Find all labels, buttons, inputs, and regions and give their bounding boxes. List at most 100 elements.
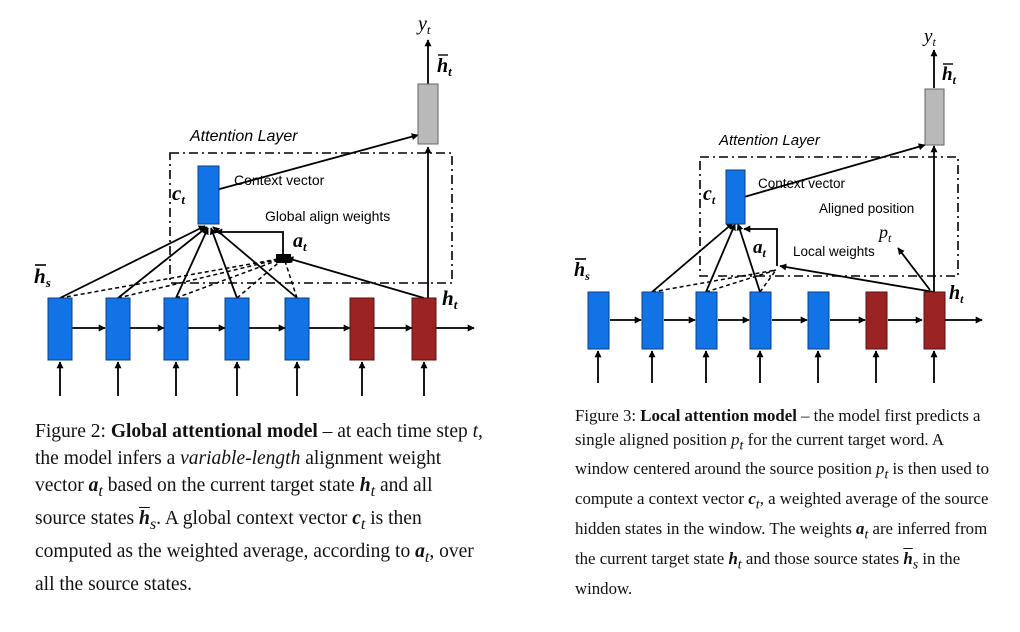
figure3-context-to-attentional [743, 143, 926, 198]
figure2-label-yt: yt [416, 13, 431, 37]
figure2-caption-text-5: and all source states [35, 475, 433, 529]
figure2-source-state-5 [284, 297, 310, 361]
figure3-label-aligned-position: Aligned position [819, 201, 914, 216]
figure2-caption-text-7: is then computed as the weighted average… [35, 507, 422, 562]
figure2-weights-to-context [215, 228, 284, 258]
figure2-caption-var-c: c [352, 507, 361, 529]
figure3-caption-var-hs-sub: s [912, 557, 919, 573]
figure3-source-state-4 [749, 291, 772, 350]
figure3-caption-text-2: for the current target word. A window ce… [575, 429, 944, 479]
figure2-context-vector-block [197, 165, 220, 225]
figure3-caption-text-5: are inferred from the current target sta… [575, 519, 988, 568]
figure3-attention-layer-box [699, 156, 959, 277]
figure3-target-state-1 [865, 291, 888, 350]
figure2-caption-text-4: based on the current target state [102, 475, 360, 496]
figure3-context-arrows [651, 222, 761, 293]
figure3-label-attention-layer: Attention Layer [718, 132, 821, 149]
figure3-caption-var-h-sub: t [737, 557, 742, 573]
figure3-target-state-2 [923, 291, 946, 350]
figure3-caption-text-4: , a weighted average of the source hidde… [575, 489, 989, 539]
figure2-attention-layer-box [169, 152, 453, 284]
figure3-caption-var-p: p [731, 429, 740, 449]
figure2-source-state-1 [47, 297, 73, 361]
figure3-label-yt: yt [922, 26, 936, 49]
figure2-caption-text-2: , the model infers a [35, 421, 483, 469]
figure3-caption-var-c-sub: t [755, 497, 760, 513]
figure3-caption-var-hs: h [903, 548, 913, 568]
figure2-label-attention-layer: Attention Layer [189, 128, 298, 145]
figure2-target-state-1 [349, 297, 375, 361]
figure3-target-to-weights [779, 263, 935, 293]
figure2-caption-var-a2-sub: t [424, 547, 430, 566]
figure3-label-pt: pt [877, 222, 892, 245]
figure2-caption-var-hs-sub: s [149, 514, 157, 533]
figure2-label-htilde: ht [437, 55, 452, 79]
figure3-input-arrows [594, 350, 938, 383]
figure2-caption-var-a-sub: t [98, 481, 103, 500]
figure3-label-hbar: hs [574, 259, 590, 283]
figure3-caption-label: Figure 3: [575, 406, 637, 425]
figure2-caption: Figure 2: Global attentional model – at … [35, 418, 487, 598]
figure3-context-vector-block [725, 169, 746, 225]
figure2-caption-var-c-sub: t [360, 514, 366, 533]
figure2-source-state-3 [163, 297, 189, 361]
figure2-label-context-vector: Context vector [234, 172, 325, 188]
figure3-caption-var-p-sub: t [739, 437, 744, 453]
figure2-label-at: at [293, 230, 307, 254]
figure2-label-global-align-weights: Global align weights [265, 208, 390, 224]
figure2-source-state-2 [105, 297, 131, 361]
figure2-context-to-attentional [215, 133, 419, 191]
figure2-caption-title: Global attentional model [110, 421, 318, 442]
figure2-caption-var-a: a [88, 475, 99, 496]
figure2-caption-variable-length: variable-length [180, 448, 301, 469]
figure3-caption-var-h: h [728, 548, 738, 568]
figure3-caption: Figure 3: Local attention model – the mo… [575, 404, 1000, 600]
figure2-label-ct: ct [172, 181, 185, 207]
figure2-caption-var-hs: h [138, 507, 150, 529]
figure3-caption-var-a-sub: t [864, 527, 869, 543]
figure2-target-to-weights [286, 256, 425, 299]
figure2-caption-var-h: h [359, 475, 371, 496]
figure2-source-state-4 [224, 297, 250, 361]
figure3-source-state-2 [641, 291, 664, 350]
figure3-caption-var-p2-sub: t [884, 467, 889, 483]
figure2-target-state-2 [411, 297, 437, 361]
figure3-caption-title: Local attention model [640, 406, 797, 425]
figure2-caption-label: Figure 2: [35, 421, 106, 442]
figure2-caption-text-1: – at each time step [317, 421, 473, 442]
figure3-caption-var-a: a [856, 519, 865, 539]
figure2-align-dashed-lines [59, 257, 298, 299]
figure3-label-ht: ht [949, 282, 964, 306]
figure3-weights-to-context [743, 225, 778, 266]
figure2-caption-text-8: , over all the source states. [35, 540, 474, 595]
figure2-input-arrows [56, 361, 428, 396]
figure3-label-context-vector: Context vector [758, 176, 846, 191]
figure3-local-dashed-lines [651, 269, 777, 293]
figure2-diagram: yt ht Attention Layer ct Context vector … [34, 13, 475, 396]
figure3-caption-text-7: in the window. [575, 548, 961, 598]
figure3-source-state-5 [807, 291, 830, 350]
figure3-caption-text-3: is then used to compute a context vector [575, 459, 990, 509]
figure2-caption-var-h-sub: t [370, 481, 376, 500]
figure3-label-at: at [753, 237, 767, 260]
figure3-label-ct: ct [703, 183, 716, 207]
figure3-caption-var-p2: p [876, 459, 885, 479]
figure2-label-hbar: hs [34, 264, 51, 290]
figure3-target-to-pt [897, 247, 931, 291]
figure3-caption-text-6: and those source states [741, 548, 904, 568]
figure2-align-node [276, 254, 291, 263]
figure3-attentional-state-block [924, 88, 945, 146]
figure2-caption-var-a2: a [415, 540, 425, 562]
figure3-source-state-3 [695, 291, 718, 350]
figure2-caption-var-t: t [472, 421, 479, 442]
figure3-label-htilde: ht [942, 64, 957, 87]
figure2-attentional-state-block [417, 83, 439, 145]
figure2-caption-text-6: . A global context vector [156, 507, 353, 529]
figure3-label-local-weights: Local weights [793, 244, 875, 259]
figure3-caption-text-1: – the model first predicts a single alig… [575, 406, 981, 449]
figure3-caption-var-c: c [748, 489, 756, 509]
figure2-label-ht: ht [442, 286, 458, 312]
figure2-caption-text-3: alignment weight vector [35, 448, 442, 496]
figure3-source-state-1 [587, 291, 610, 350]
